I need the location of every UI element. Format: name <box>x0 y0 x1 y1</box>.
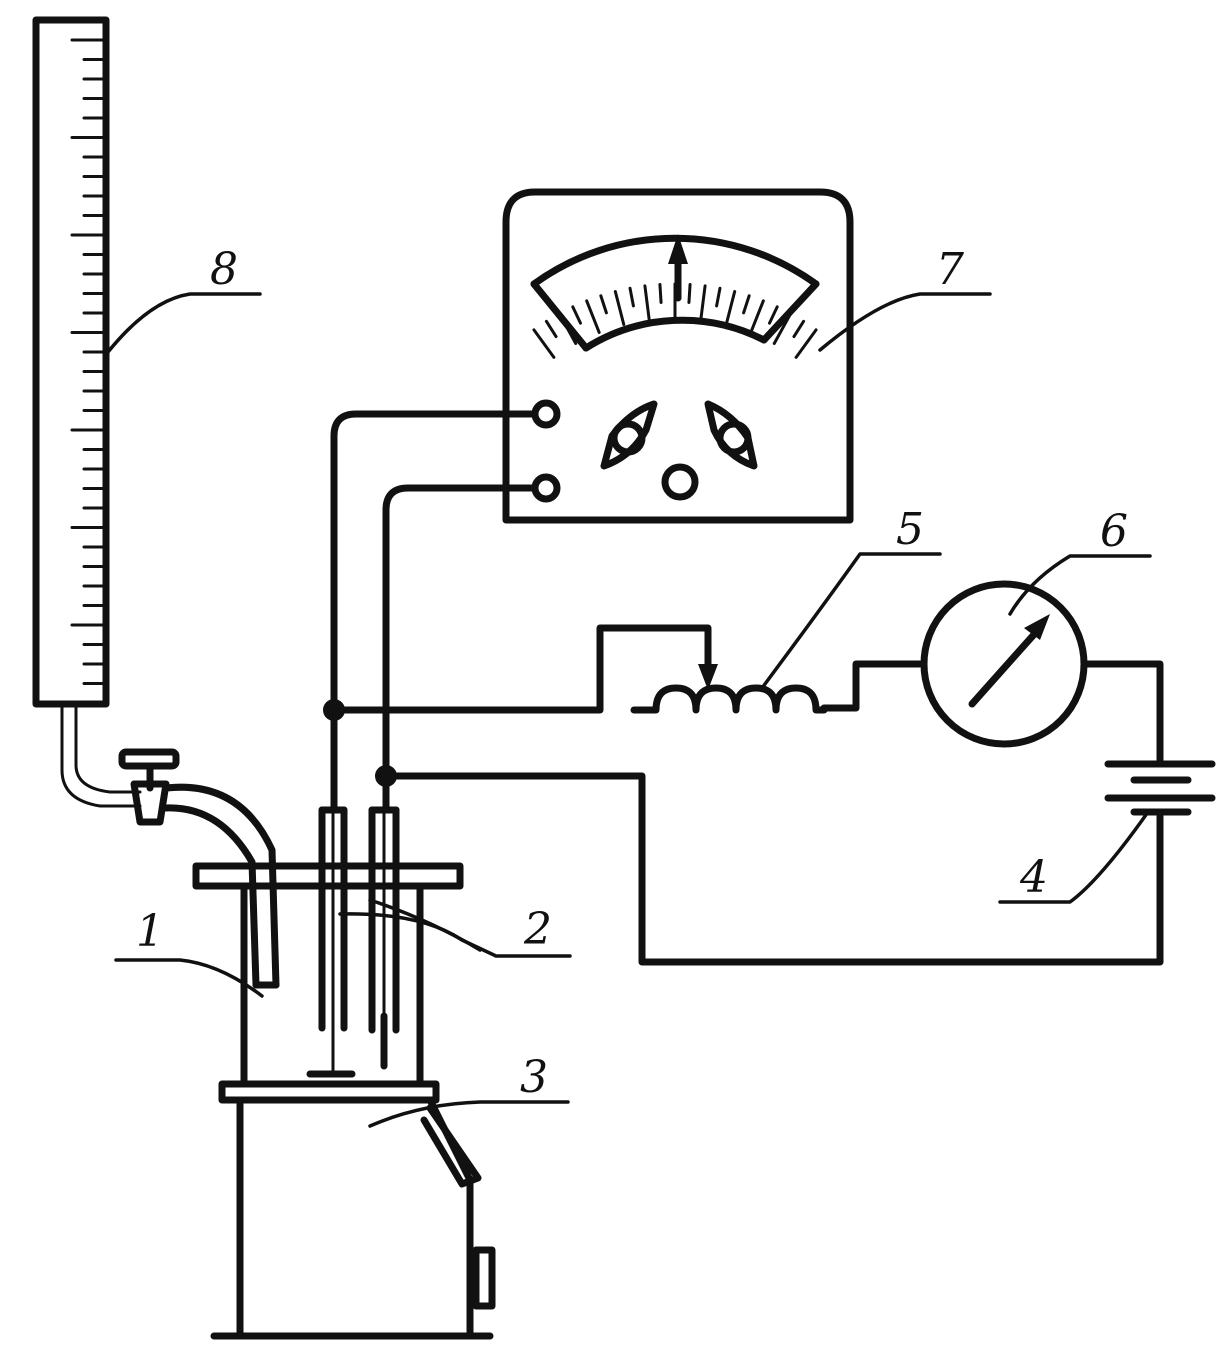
label-ammeter: 6 <box>1100 506 1128 557</box>
vessel-bottom-flange <box>218 1080 440 1104</box>
burette-tube <box>32 16 110 708</box>
ammeter-dial <box>920 580 1088 748</box>
voltmeter-tick <box>557 312 578 345</box>
voltmeter-tick <box>772 312 793 345</box>
rheostat[interactable] <box>630 664 828 714</box>
battery <box>1104 760 1216 816</box>
leader-8 <box>106 292 262 354</box>
voltmeter-tick <box>585 299 601 334</box>
voltmeter-tick <box>544 319 558 339</box>
leader-1 <box>114 958 264 998</box>
burette-scale <box>70 38 108 685</box>
voltmeter-tick <box>792 319 806 339</box>
voltmeter-tick <box>724 290 737 326</box>
voltmeter-tick <box>643 284 651 322</box>
leader-7 <box>818 292 992 352</box>
voltmeter-ticks <box>532 282 818 359</box>
voltmeter-tick <box>742 294 751 315</box>
burette-outlet-tube-inner <box>74 702 142 794</box>
voltmeter-scale-inner <box>582 316 768 352</box>
label-electrodes: 2 <box>523 904 552 955</box>
leader-5 <box>760 552 942 690</box>
voltmeter-tick <box>715 286 722 308</box>
voltmeter-scale-outer <box>530 234 820 288</box>
voltmeter-tick <box>699 284 707 322</box>
burette-outlet-tube <box>60 702 142 808</box>
voltmeter-tick <box>599 294 608 315</box>
feed-tube <box>162 783 280 989</box>
voltmeter-tick <box>571 305 582 325</box>
junction-dot <box>375 765 397 787</box>
stopcock-icon[interactable] <box>118 748 180 826</box>
voltmeter-tick <box>687 282 692 304</box>
voltmeter-tick <box>768 305 779 325</box>
voltmeter-tick <box>613 290 626 326</box>
junction-dot <box>323 699 345 721</box>
stand <box>210 1096 496 1340</box>
arrow-down-icon <box>698 664 718 690</box>
voltmeter-body <box>502 188 854 524</box>
knob-icon[interactable] <box>704 400 758 470</box>
vessel-lid <box>192 862 464 890</box>
knob-icon[interactable] <box>600 400 658 470</box>
voltmeter-tick <box>794 328 818 359</box>
voltmeter-knob-center[interactable] <box>661 463 699 501</box>
burette <box>32 16 142 808</box>
arrow-diagonal-icon <box>968 614 1050 708</box>
leader-2b <box>368 898 482 952</box>
wiring <box>330 410 1164 966</box>
label-stand: 3 <box>520 1052 548 1103</box>
voltmeter-tick <box>628 286 635 308</box>
leader-6 <box>1008 554 1152 616</box>
voltmeter-tick <box>658 282 663 304</box>
voltmeter-tick <box>532 328 556 359</box>
label-voltmeter: 7 <box>936 244 964 295</box>
leader-3 <box>368 1100 570 1128</box>
ammeter <box>920 580 1088 748</box>
electrolysis-vessel <box>192 862 464 1104</box>
leader-4 <box>998 810 1150 904</box>
leader-lines <box>106 292 1152 1128</box>
electrodes <box>306 806 400 1078</box>
voltmeter-tick <box>749 299 765 334</box>
label-rheostat: 5 <box>896 504 924 555</box>
label-vessel: 1 <box>136 906 164 957</box>
label-burette: 8 <box>210 244 238 295</box>
label-battery: 4 <box>1019 852 1048 903</box>
voltmeter <box>502 188 854 524</box>
arrow-up-icon <box>668 234 688 302</box>
